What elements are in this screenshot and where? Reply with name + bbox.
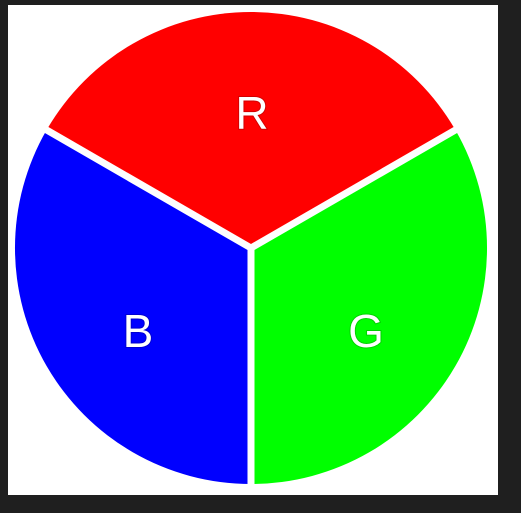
- separators: [42, 125, 460, 487]
- separator-line: [249, 125, 460, 252]
- label-g: G: [348, 305, 384, 357]
- label-b: B: [123, 305, 154, 357]
- label-r: R: [235, 87, 268, 139]
- diagram-canvas: R G B: [8, 5, 498, 495]
- rgb-wheel-diagram: R G B: [14, 11, 488, 487]
- segment-blue: [14, 130, 251, 484]
- separator-line: [42, 125, 253, 252]
- segment-green: [251, 130, 488, 484]
